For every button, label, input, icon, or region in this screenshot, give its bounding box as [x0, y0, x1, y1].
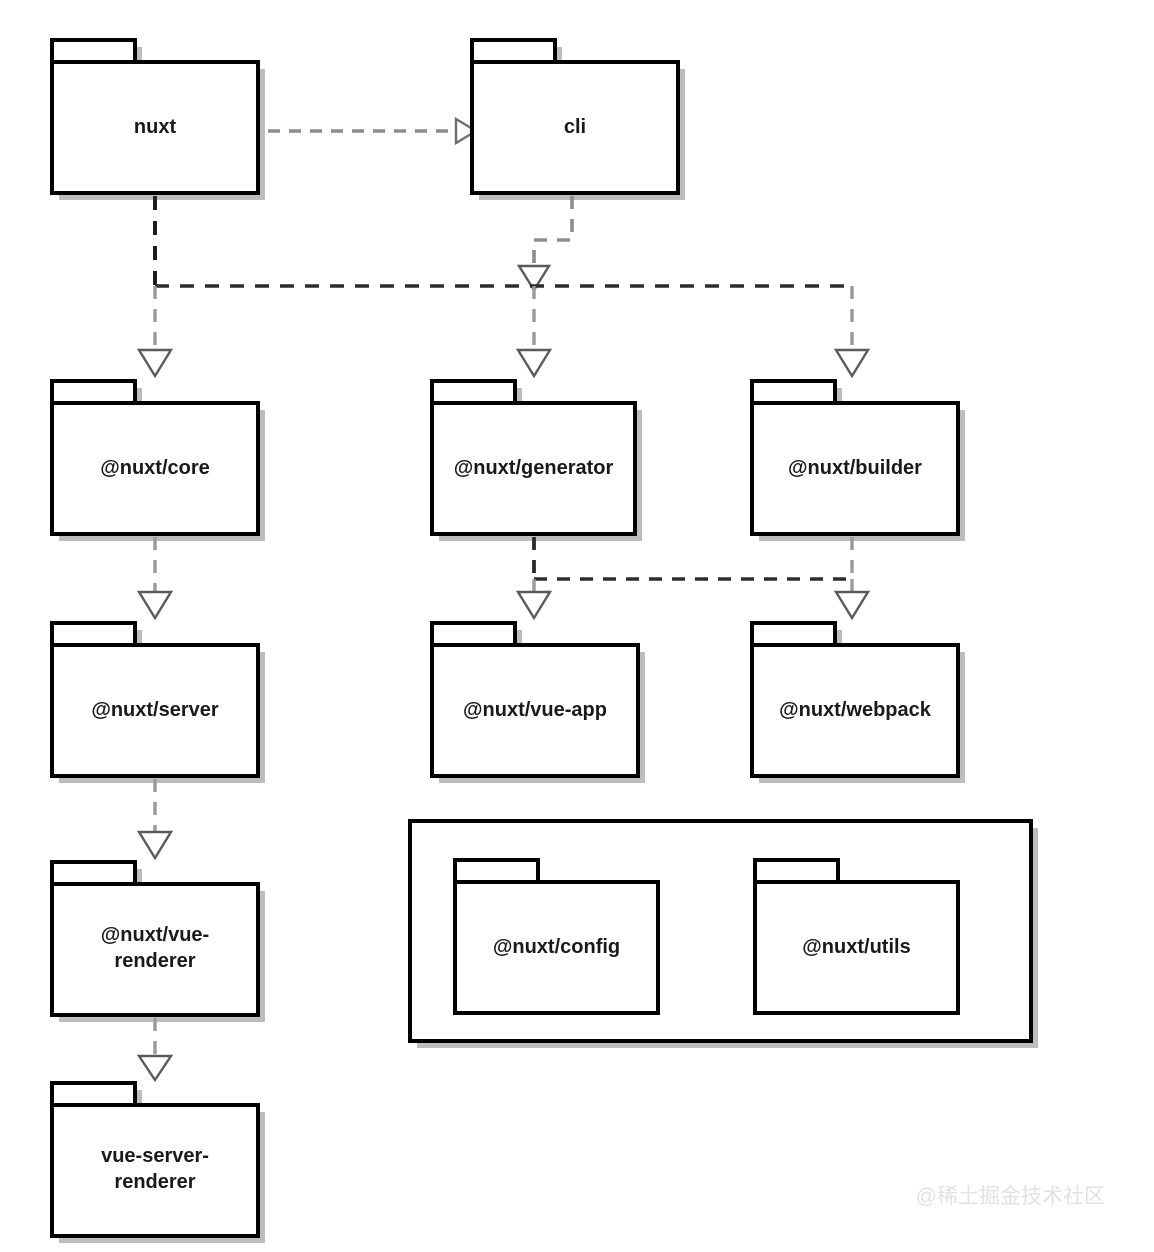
- edge-bus-to-nuxt-core: [136, 286, 174, 379]
- package-label: cli: [564, 116, 586, 138]
- package-body: [430, 401, 637, 536]
- package-label: @nuxt/core: [100, 457, 210, 479]
- edge-nuxt-to-cli: [268, 116, 479, 146]
- package-body: [50, 882, 260, 1017]
- package-tab: [50, 621, 137, 647]
- watermark-label: @稀土掘金技术社区: [916, 1185, 1105, 1208]
- package-nuxt-vue-app[interactable]: @nuxt/vue-app: [430, 621, 640, 778]
- package-label: @nuxt/webpack: [779, 699, 932, 721]
- package-tab: [50, 1081, 137, 1107]
- package-body: [50, 60, 260, 195]
- package-nuxt-server[interactable]: @nuxt/server: [50, 621, 260, 778]
- package-body: [50, 401, 260, 536]
- package-tab: [430, 379, 517, 405]
- package-label: @nuxt/server: [91, 699, 219, 721]
- package-label: @nuxt/builder: [788, 457, 922, 479]
- package-box-layer: nuxt cli @nuxt/core @nuxt/generator @nuxt/bu…: [50, 38, 960, 1238]
- package-body: [753, 880, 960, 1015]
- package-nuxt-webpack[interactable]: @nuxt/webpack: [750, 621, 960, 778]
- package-label: @nuxt/vue-app: [463, 699, 607, 721]
- package-nuxt[interactable]: nuxt: [50, 38, 260, 195]
- package-nuxt-vue-renderer[interactable]: @nuxt/vue-renderer: [50, 860, 260, 1017]
- edge-cli-to-bus: [516, 196, 574, 293]
- package-body: [430, 643, 640, 778]
- package-tab: [50, 379, 137, 405]
- package-label: nuxt: [134, 116, 177, 138]
- package-tab: [50, 860, 137, 886]
- package-body: [470, 60, 680, 195]
- package-label: @nuxt/generator: [454, 457, 614, 479]
- package-tab: [750, 379, 837, 405]
- edge-to-nuxt-webpack: [833, 579, 871, 621]
- package-tab: [470, 38, 557, 64]
- package-body: [50, 1103, 260, 1238]
- package-nuxt-builder[interactable]: @nuxt/builder: [750, 379, 960, 536]
- package-body: [453, 880, 660, 1015]
- package-tab: [430, 621, 517, 647]
- package-cli[interactable]: cli: [470, 38, 680, 195]
- edge-bus-to-nuxt-generator: [515, 286, 553, 379]
- package-body: [50, 643, 260, 778]
- package-body: [750, 643, 960, 778]
- edge-to-nuxt-vue-app: [515, 579, 553, 621]
- edge-nuxt-core-to-nuxt-server: [136, 537, 174, 621]
- package-tab: [750, 621, 837, 647]
- edge-vue-renderer-to-vue-server-renderer: [136, 1018, 174, 1083]
- package-tab: [453, 858, 540, 884]
- package-vue-server-renderer[interactable]: vue-server-renderer: [50, 1081, 260, 1238]
- package-tab: [50, 38, 137, 64]
- package-label: @nuxt/config: [493, 936, 620, 958]
- package-nuxt-config[interactable]: @nuxt/config: [453, 858, 660, 1015]
- package-nuxt-core[interactable]: @nuxt/core: [50, 379, 260, 536]
- package-label: vue-server-renderer: [101, 1145, 209, 1193]
- package-nuxt-utils[interactable]: @nuxt/utils: [753, 858, 960, 1015]
- package-body: [750, 401, 960, 536]
- edge-nuxt-server-to-vue-renderer: [136, 779, 174, 861]
- package-label: @nuxt/utils: [802, 936, 910, 958]
- package-tab: [753, 858, 840, 884]
- package-label: @nuxt/vue-renderer: [101, 924, 209, 972]
- package-nuxt-generator[interactable]: @nuxt/generator: [430, 379, 637, 536]
- dependency-edge-layer: [136, 116, 871, 1083]
- edge-bus-to-nuxt-builder: [833, 286, 871, 379]
